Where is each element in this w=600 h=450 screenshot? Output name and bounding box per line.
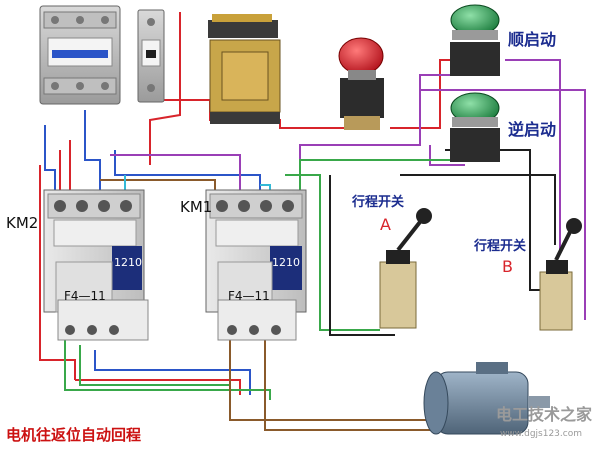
wire-red-km2 xyxy=(59,140,71,195)
wire-red-bottom xyxy=(75,379,241,395)
wire-green-3 xyxy=(79,345,230,386)
limit-switch-b-label: 行程开关 xyxy=(473,238,526,254)
wire-blue-bottom xyxy=(94,350,251,395)
km1-aux-label: F4—11 xyxy=(228,289,270,303)
forward-start-label: 顺启动 xyxy=(508,30,556,49)
limit-switch-b-letter: B xyxy=(502,257,513,276)
km2-label: KM2 xyxy=(6,214,38,232)
motor xyxy=(423,362,550,435)
wire-green-4 xyxy=(299,130,476,195)
limit-switch-a xyxy=(379,208,432,329)
km1-label: KM1 xyxy=(180,198,212,216)
wire-green-1 xyxy=(64,340,271,400)
wire-brown-3 xyxy=(229,340,440,421)
forward-start-button[interactable] xyxy=(450,4,500,76)
wire-black-1 xyxy=(329,175,395,336)
km2-model: 1210 xyxy=(114,256,142,269)
wire-purple-2 xyxy=(299,74,455,165)
wire-red-left xyxy=(39,165,76,380)
wire-brown-2 xyxy=(264,335,440,431)
limit-switch-a-label: 行程开关 xyxy=(351,194,404,210)
wire-blue-3 xyxy=(44,125,56,195)
wire-black-3 xyxy=(445,149,545,291)
diagram-caption: 电机往返位自动回程 xyxy=(6,426,141,444)
three-pole-breaker xyxy=(39,5,121,105)
limit-switch-b xyxy=(539,218,582,331)
wire-black-2 xyxy=(400,174,556,245)
wire-blue-2 xyxy=(114,150,261,195)
km1-model: 1210 xyxy=(272,256,300,269)
wire-blue-1 xyxy=(84,110,101,195)
wire-red-stop xyxy=(335,59,455,129)
single-pole-breaker xyxy=(137,9,165,103)
limit-switch-a-letter: A xyxy=(380,215,391,234)
stop-button[interactable] xyxy=(338,37,384,130)
km2-aux-label: F4—11 xyxy=(64,289,106,303)
reverse-start-button[interactable] xyxy=(450,92,500,162)
contactor-km2 xyxy=(43,189,149,341)
watermark-title: 电工技术之家 xyxy=(496,405,593,424)
wire-green-2 xyxy=(285,174,380,331)
wire-red-top xyxy=(149,12,181,165)
wire-purple-3 xyxy=(420,89,586,320)
reverse-start-label: 逆启动 xyxy=(508,120,556,139)
wire-purple-5 xyxy=(505,59,561,250)
wire-purple-4 xyxy=(429,145,465,166)
contactor-km1 xyxy=(205,189,307,341)
control-transformer xyxy=(208,14,281,124)
wire-purple-1 xyxy=(110,154,241,195)
watermark-url: www.dgjs123.com xyxy=(500,429,582,439)
